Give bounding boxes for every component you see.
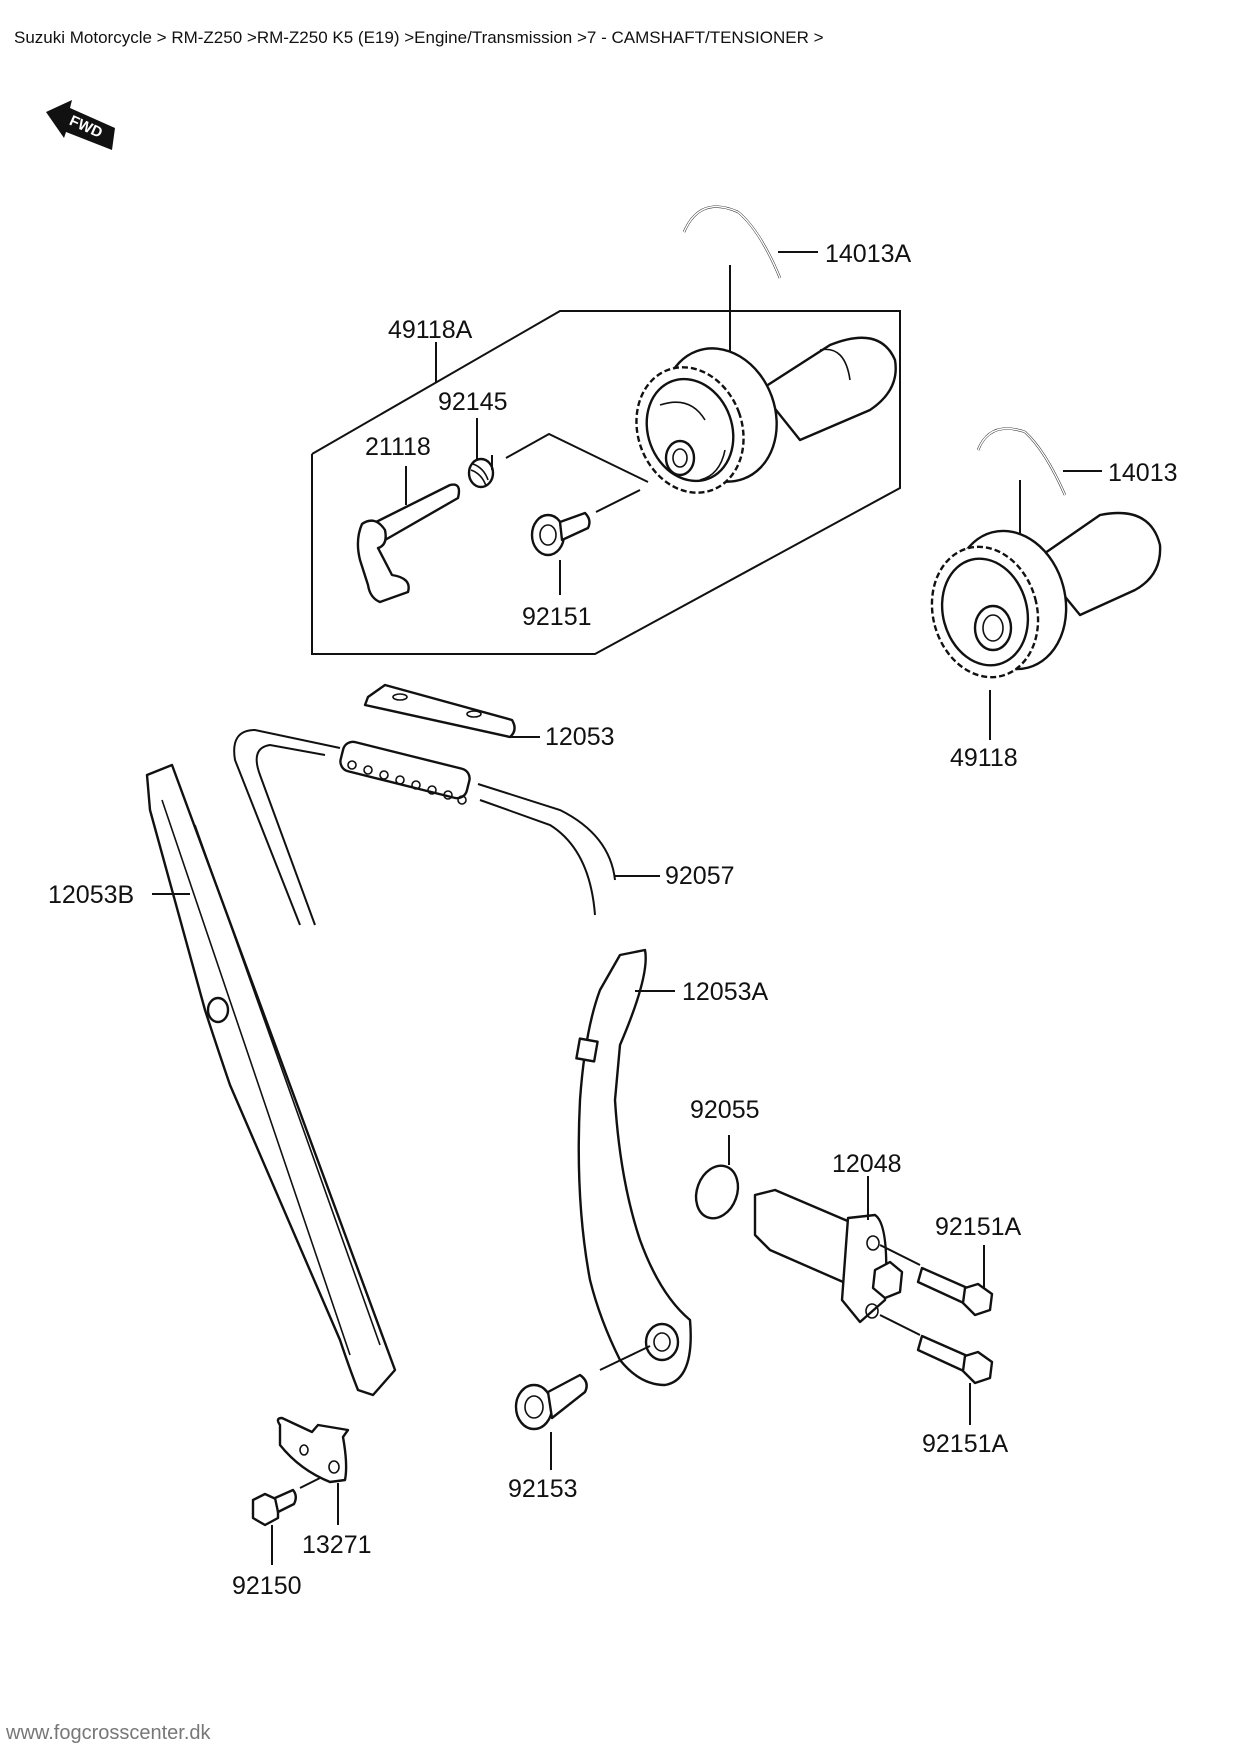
breadcrumb-separator: > — [572, 28, 587, 47]
part-camshaft-49118[interactable] — [918, 480, 1162, 740]
breadcrumb-item-make[interactable]: Suzuki Motorcycle — [14, 28, 152, 47]
label-92151[interactable]: 92151 — [522, 603, 592, 631]
label-12048[interactable]: 12048 — [832, 1150, 902, 1178]
part-92145-spring[interactable] — [467, 418, 649, 489]
part-12048-tensioner[interactable] — [753, 1176, 904, 1324]
part-92150-bolt[interactable] — [251, 1477, 321, 1565]
label-21118[interactable]: 21118 — [365, 433, 431, 461]
part-camshaft-49118A[interactable] — [619, 265, 897, 508]
part-12053-guide[interactable] — [363, 683, 540, 739]
label-12053B[interactable]: 12053B — [48, 881, 134, 909]
label-92151A-top[interactable]: 92151A — [935, 1213, 1022, 1241]
part-92153-bolt[interactable] — [514, 1345, 651, 1470]
footer-site-link[interactable]: www.fogcrosscenter.dk — [6, 1722, 211, 1744]
label-92057[interactable]: 92057 — [665, 862, 735, 890]
label-92055[interactable]: 92055 — [690, 1096, 760, 1124]
breadcrumb: Suzuki Motorcycle > RM-Z250 >RM-Z250 K5 … — [14, 28, 824, 48]
label-49118[interactable]: 49118 — [950, 744, 1018, 772]
label-92151A-bottom[interactable]: 92151A — [922, 1430, 1009, 1458]
part-92151A-bolt-top[interactable] — [879, 1244, 994, 1317]
breadcrumb-separator: > — [808, 28, 824, 47]
part-21118-shaft[interactable] — [356, 466, 461, 604]
breadcrumb-item-section[interactable]: 7 - CAMSHAFT/TENSIONER — [586, 28, 809, 47]
fwd-arrow-icon: FWD — [46, 100, 115, 150]
label-14013[interactable]: 14013 — [1108, 459, 1178, 487]
label-49118A[interactable]: 49118A — [388, 316, 473, 344]
assembly-49118A-outline — [311, 310, 901, 655]
part-14013[interactable] — [976, 427, 1102, 496]
breadcrumb-separator: > — [242, 28, 257, 47]
part-92151-bolt[interactable] — [530, 489, 641, 595]
part-12053B-guide[interactable] — [145, 763, 397, 1397]
part-92055-oring[interactable] — [689, 1135, 745, 1224]
breadcrumb-item-group[interactable]: Engine/Transmission — [414, 28, 573, 47]
chain-links — [339, 740, 471, 805]
part-92057-chain[interactable] — [233, 728, 660, 926]
label-12053A[interactable]: 12053A — [682, 978, 769, 1006]
breadcrumb-separator: > — [399, 28, 415, 47]
label-92150[interactable]: 92150 — [232, 1572, 302, 1600]
breadcrumb-item-variant[interactable]: RM-Z250 K5 (E19) — [256, 28, 400, 47]
label-92153[interactable]: 92153 — [508, 1475, 578, 1503]
label-14013A[interactable]: 14013A — [825, 240, 912, 268]
part-13271-plate[interactable] — [276, 1416, 350, 1525]
breadcrumb-separator: > — [151, 28, 172, 47]
label-12053[interactable]: 12053 — [545, 723, 615, 751]
label-92145[interactable]: 92145 — [438, 388, 508, 416]
part-92151A-bolt-bottom[interactable] — [879, 1314, 994, 1425]
breadcrumb-item-model[interactable]: RM-Z250 — [171, 28, 243, 47]
part-12053A-guide[interactable] — [575, 948, 692, 1387]
part-14013A[interactable] — [682, 205, 818, 279]
label-13271[interactable]: 13271 — [302, 1531, 372, 1559]
